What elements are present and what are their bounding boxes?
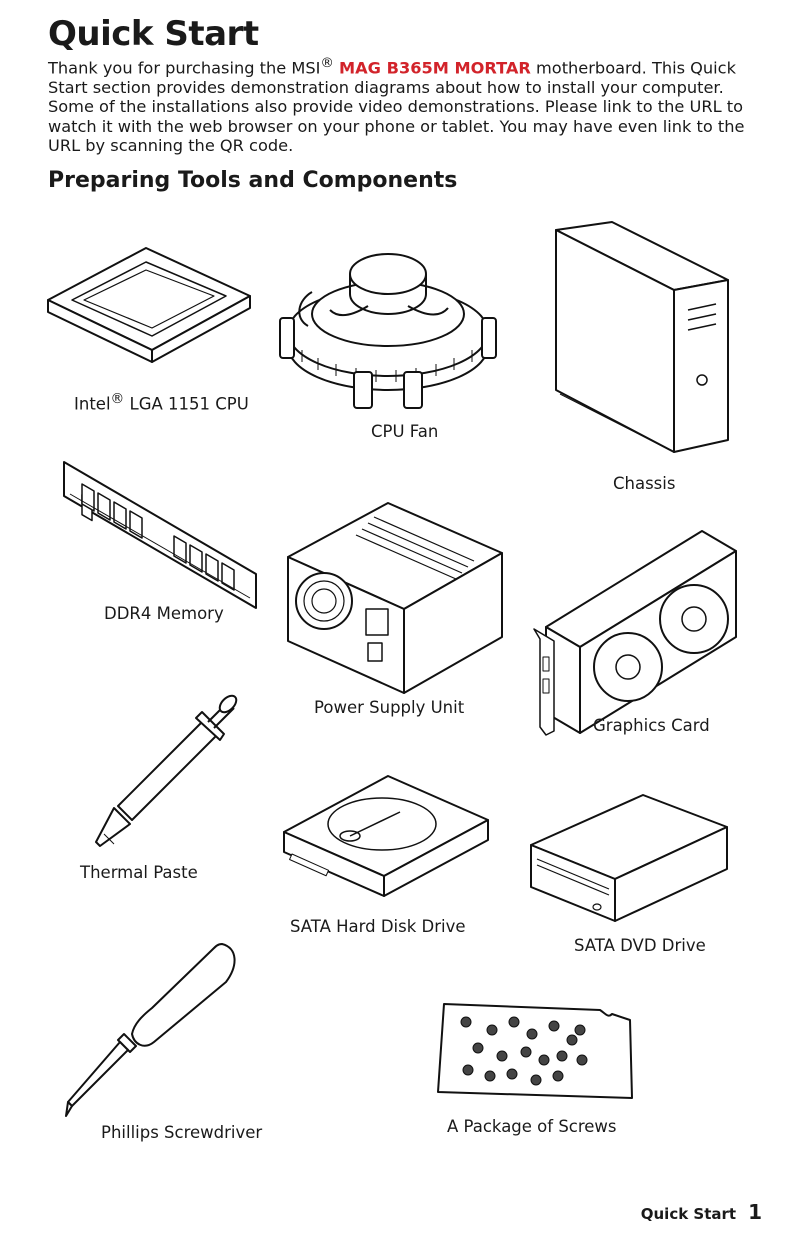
registered-mark: ® [320, 55, 334, 71]
psu-label: Power Supply Unit [314, 698, 465, 717]
sata-hdd-label: SATA Hard Disk Drive [290, 917, 466, 936]
phillips-screwdriver-label: Phillips Screwdriver [101, 1123, 263, 1142]
intro-text-start: Thank you for purchasing the MSI [48, 58, 321, 78]
section-title: Preparing Tools and Components [48, 168, 458, 193]
sata-dvd-label: SATA DVD Drive [574, 936, 706, 955]
psu-illustration [284, 497, 506, 697]
graphics-card-label: Graphics Card [593, 716, 710, 735]
footer-section-name: Quick Start [640, 1205, 737, 1223]
cpu-registered-mark: ® [110, 391, 125, 407]
sata-dvd-illustration [527, 793, 731, 925]
page-number: 1 [748, 1200, 762, 1224]
page-footer: Quick Start 1 [641, 1200, 762, 1224]
cpu-fan-label: CPU Fan [371, 422, 439, 441]
page-title: Quick Start [48, 14, 259, 54]
screws-package-illustration [432, 1000, 636, 1104]
ddr4-memory-illustration [60, 458, 260, 614]
cpu-label-brand: Intel [74, 394, 111, 414]
chassis-illustration [552, 220, 730, 455]
cpu-label: Intel® LGA 1151 CPU [74, 391, 249, 414]
cpu-fan-illustration [272, 222, 504, 417]
graphics-card-illustration [530, 527, 742, 737]
sata-hdd-illustration [280, 772, 492, 900]
intro-paragraph: Thank you for purchasing the MSI® MAG B3… [48, 54, 748, 156]
cpu-label-model: LGA 1151 CPU [124, 394, 249, 414]
product-name: MAG B365M MORTAR [339, 58, 531, 78]
thermal-paste-label: Thermal Paste [80, 863, 198, 882]
phillips-screwdriver-illustration [62, 938, 240, 1120]
ddr4-memory-label: DDR4 Memory [104, 604, 224, 623]
screws-package-label: A Package of Screws [447, 1117, 617, 1136]
intro-text-rest: motherboard. This Quick Start section pr… [48, 58, 745, 156]
thermal-paste-illustration [84, 688, 242, 852]
chassis-label: Chassis [613, 474, 676, 493]
cpu-illustration [44, 240, 254, 370]
